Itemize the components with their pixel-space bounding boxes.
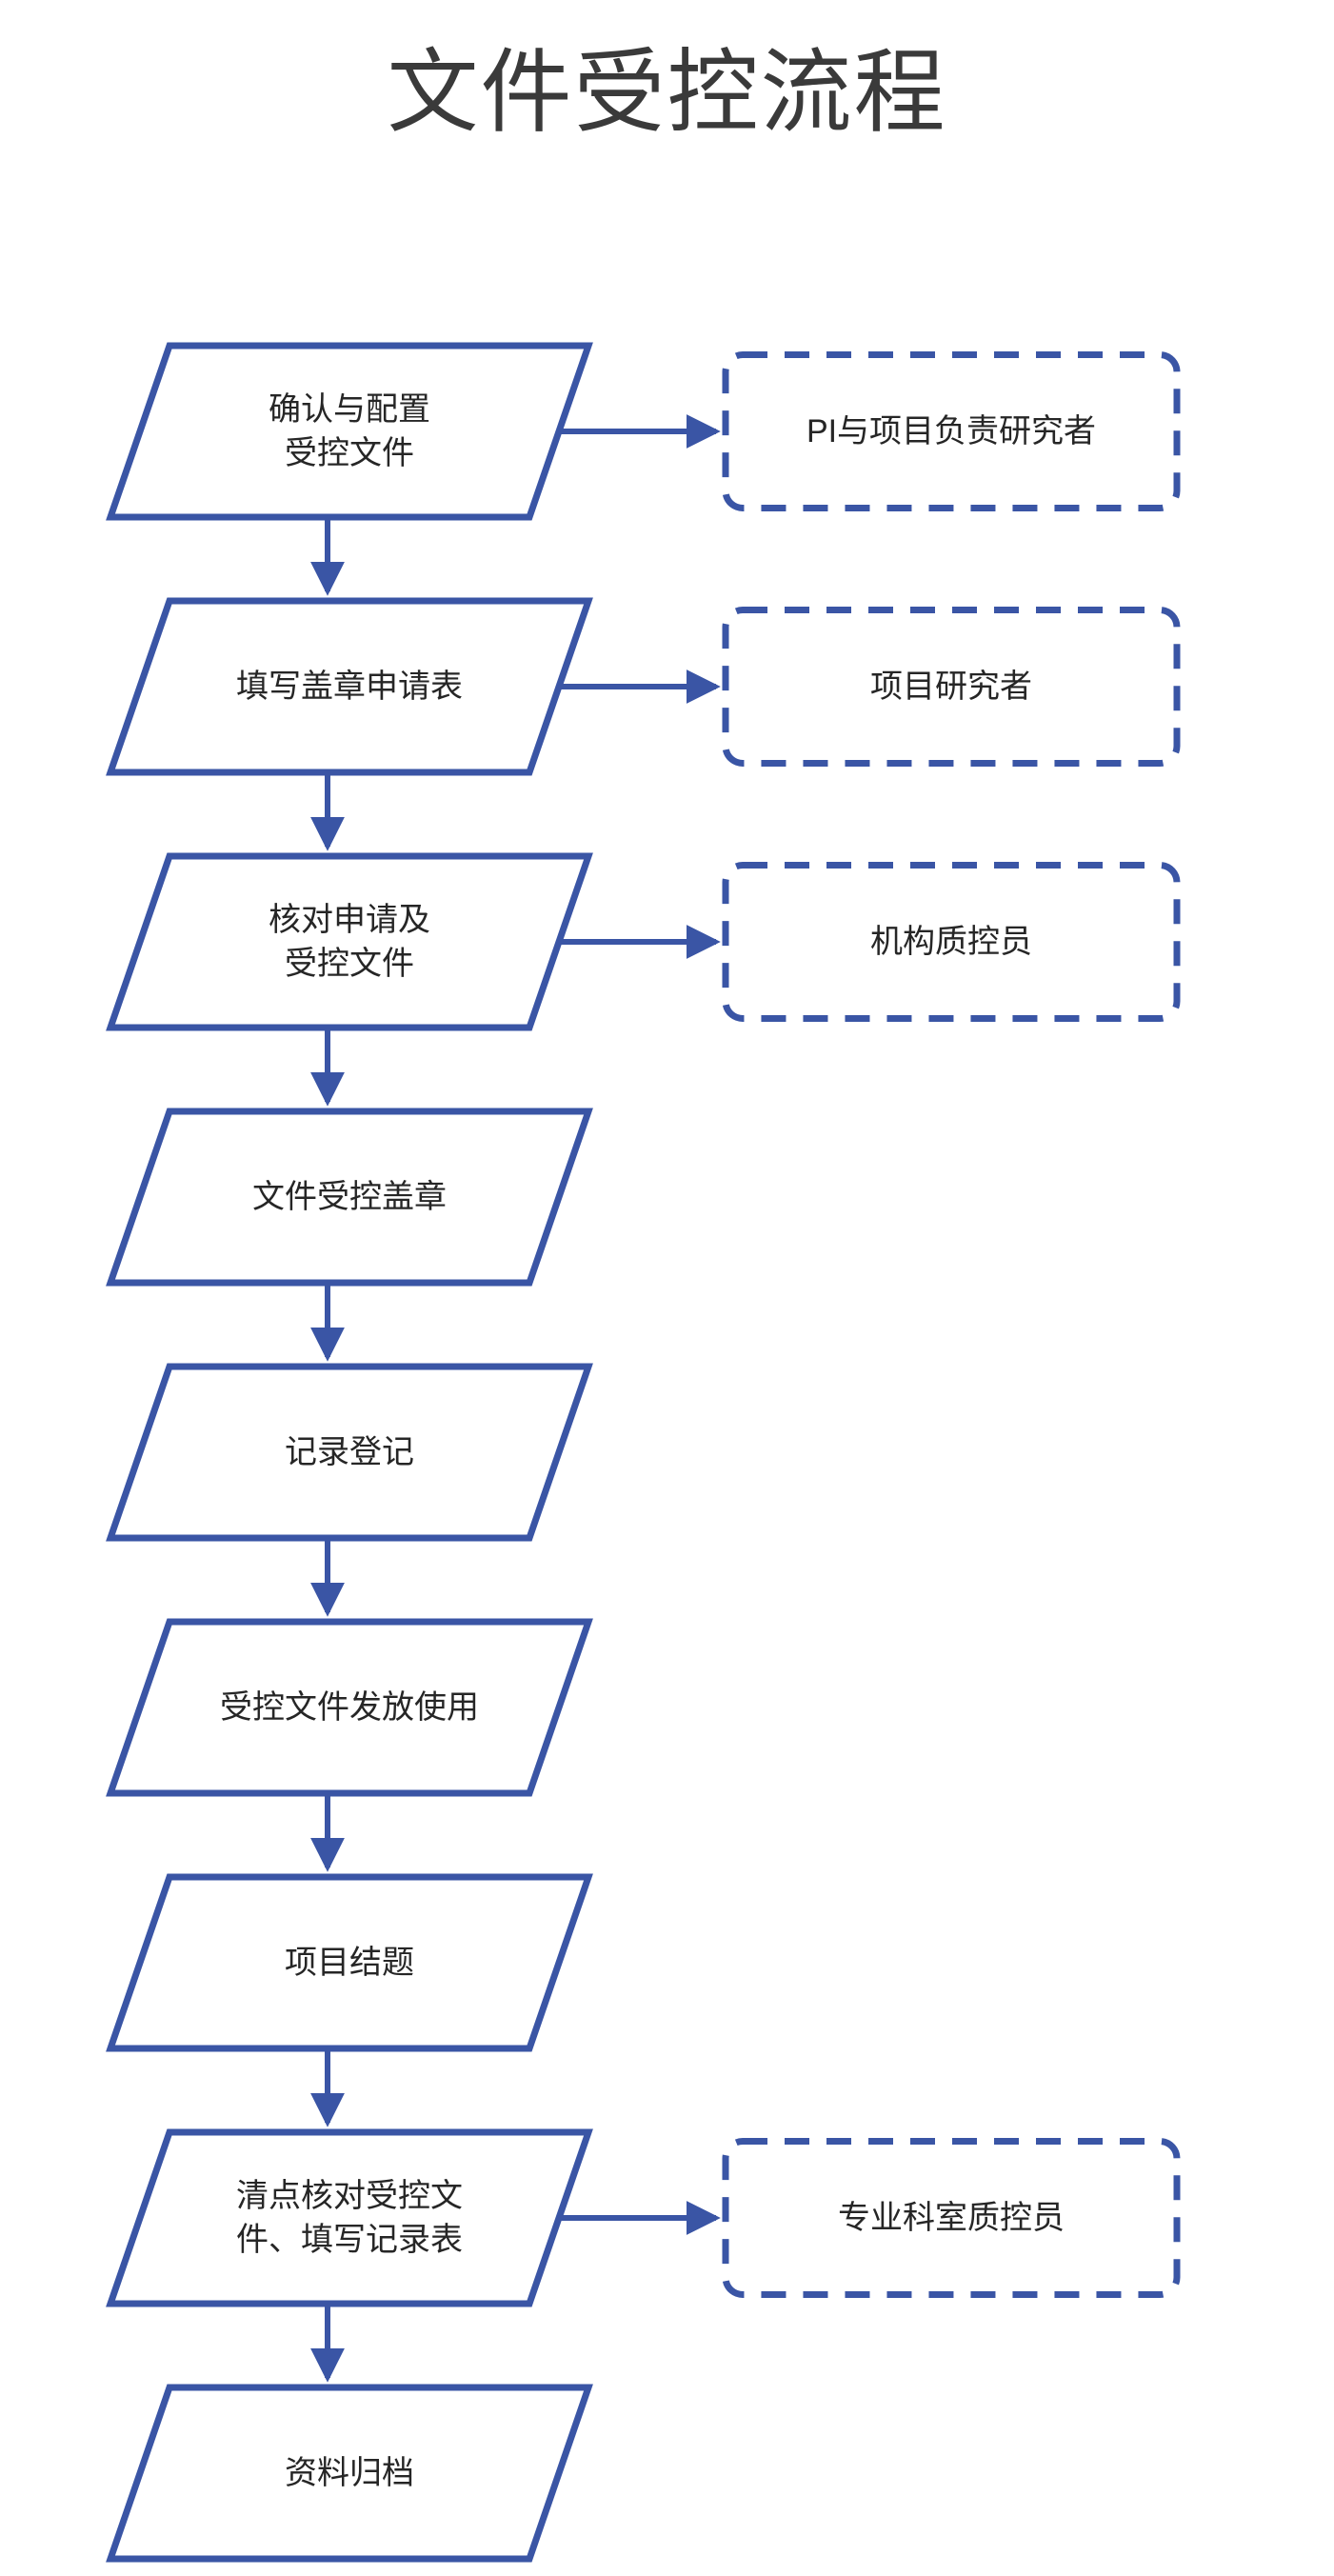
role-box-2[interactable] <box>722 607 1181 767</box>
role-box-1[interactable] <box>722 351 1181 511</box>
role-box-8[interactable] <box>722 2138 1181 2298</box>
page-title: 文件受控流程 <box>387 42 947 144</box>
flow-node-8[interactable] <box>106 2128 593 2307</box>
flow-node-3[interactable] <box>106 852 593 1031</box>
flow-node-5[interactable] <box>106 1363 593 1542</box>
flow-node-2[interactable] <box>106 597 593 776</box>
flow-node-4[interactable] <box>106 1108 593 1287</box>
flow-node-1[interactable] <box>106 342 593 521</box>
flow-node-6[interactable] <box>106 1618 593 1797</box>
flow-node-7[interactable] <box>106 1873 593 2052</box>
flow-node-9[interactable] <box>106 2384 593 2563</box>
role-box-3[interactable] <box>722 862 1181 1022</box>
